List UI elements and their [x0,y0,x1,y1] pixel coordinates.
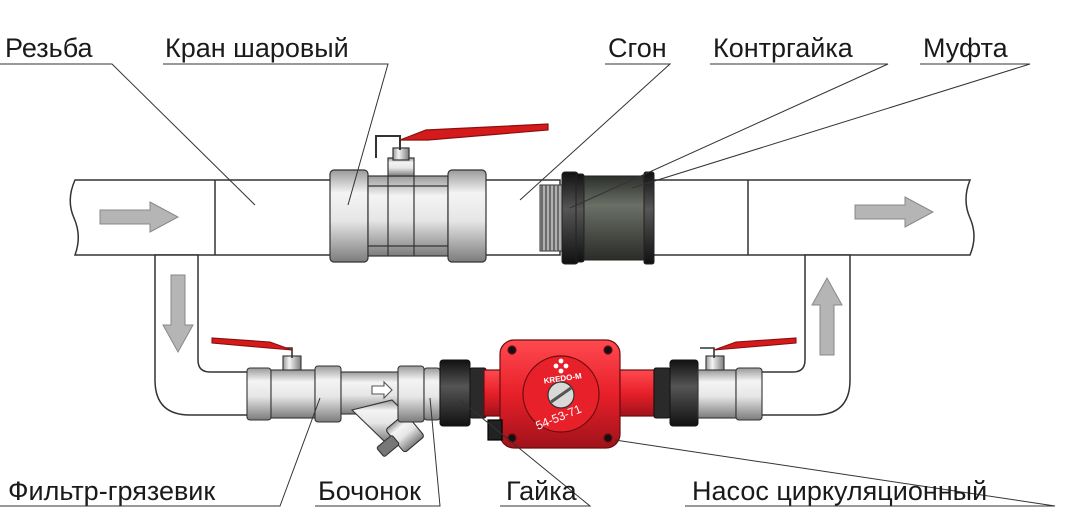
label-barrel: Бочонок [318,476,421,506]
label-pump: Насос циркуляционный [692,476,988,506]
label-filter: Фильтр-грязевик [8,476,216,506]
coupling [575,171,655,265]
ball-valve-right [697,337,797,421]
arrow-icon [162,274,843,356]
label-locknut: Контргайка [713,33,853,63]
ball-valve-main [329,123,549,263]
label-coupling: Муфта [923,33,1008,63]
snowflake-logo-icon [553,358,569,374]
label-rezba: Резьба [5,33,93,63]
circulation-pump: KREDO-M 54-53-71 [483,339,655,449]
sgon-thread [539,184,563,252]
ball-valve-left [211,337,342,423]
label-sgon: Сгон [608,33,667,63]
arrow-icon [99,196,935,233]
main-pipe [69,179,975,256]
label-ball-valve: Кран шаровый [165,33,349,63]
union-nut [439,359,487,427]
label-nut: Гайка [506,476,577,506]
filter-strainer [340,371,424,457]
union-nut-right [653,359,699,427]
leader-lines [0,63,1056,507]
barrel-fitting [397,365,441,423]
